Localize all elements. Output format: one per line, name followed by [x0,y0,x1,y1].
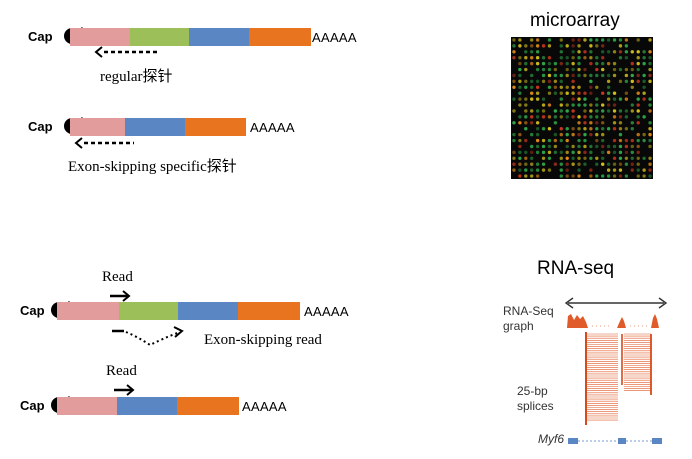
skipped-exon-segment [130,28,189,46]
exon-skipping-probe-arrow [74,137,134,149]
exon-skipping-probe-label: Exon-skipping specific探针 [68,159,237,175]
regular-probe-label: regular探针 [100,69,173,85]
gene-exon-1 [568,438,578,444]
polya-label: AAAAA [312,30,357,45]
rnaseq-graph-label: RNA-Seq graph [503,304,554,334]
exon4-segment [238,302,300,320]
exon4-segment [177,397,239,415]
coverage-peak-2 [617,317,626,328]
rnaseq-graph-label-line2: graph [503,319,534,333]
mrna-full-top: Cap AAAAA [28,26,366,50]
exon3-segment [189,28,249,46]
read-arrow-top [110,290,131,302]
exon1-segment [70,28,130,46]
exon1-segment [70,118,125,136]
exon3-segment [178,302,238,320]
splice-label-line2: splices [517,399,554,413]
gene-label: Myf6 [538,432,565,446]
mrna-skipped-bottom: Cap AAAAA [20,395,326,419]
mrna-skipped-top: Cap AAAAA [28,116,336,140]
cap-label: Cap [28,29,53,44]
rnaseq-title: RNA-seq [537,258,615,279]
read-label-bottom: Read [106,363,137,379]
exon1-segment [57,302,119,320]
splice-label: 25-bp splices [517,384,554,414]
regular-probe-arrow [94,46,160,58]
cap-label: Cap [20,398,45,413]
mrna-full-bottom: Cap AAAAA [20,300,366,324]
coverage-peak-1 [567,314,588,328]
polya-label: AAAAA [304,304,349,319]
microarray-title: microarray [530,10,620,31]
cap-label: Cap [20,303,45,318]
exon4-segment [249,28,311,46]
exon-skipping-read-path [112,326,184,347]
polya-label: AAAAA [250,120,295,135]
exon1-segment [57,397,117,415]
coverage-peak-3 [651,314,659,328]
skipped-exon-segment [119,302,178,320]
gene-exon-2 [618,438,626,444]
microarray-image [511,37,653,179]
splice-label-line1: 25-bp [517,384,548,398]
splice-reads [586,333,651,421]
rnaseq-figure [564,297,668,444]
read-arrow-bottom [114,384,135,396]
rnaseq-graph-label-line1: RNA-Seq [503,304,554,318]
read-label-top: Read [102,269,133,285]
gene-exon-3 [652,438,662,444]
exon-skipping-read-label: Exon-skipping read [204,332,322,348]
exon4-segment [185,118,246,136]
cap-label: Cap [28,119,53,134]
exon3-segment [117,397,177,415]
polya-label: AAAAA [242,399,287,414]
exon3-segment [125,118,185,136]
